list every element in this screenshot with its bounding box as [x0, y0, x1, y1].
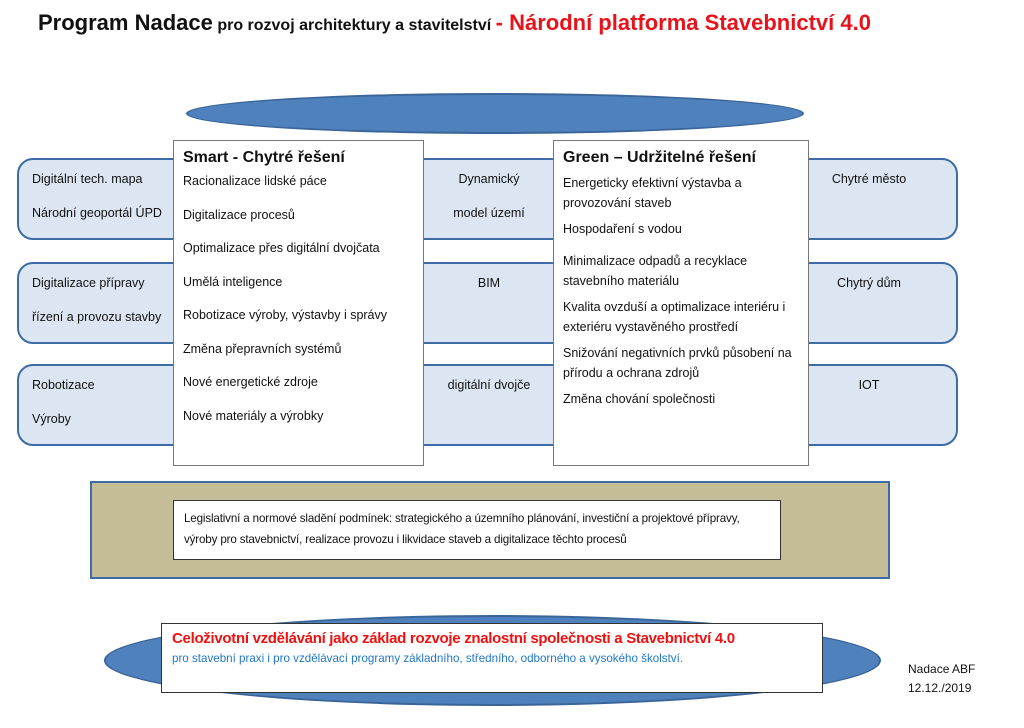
list-item: Změna chování společnosti: [563, 392, 716, 406]
list-item: Energeticky efektivní výstavba a provozo…: [563, 176, 742, 210]
list-item: Umělá inteligence: [183, 274, 283, 289]
education-heading: Celoživotní vzdělávání jako základ rozvo…: [172, 630, 735, 647]
legislation-text: Legislativní a normové sladění podmínek:…: [173, 500, 781, 560]
list-item: Racionalizace lidské páce: [183, 174, 327, 188]
list-item: Optimalizace přes digitální dvojčata: [183, 241, 380, 255]
green-title: Green – Udržitelné řešení: [563, 149, 756, 166]
row-right-text: IOT: [858, 378, 880, 392]
smart-panel: Smart - Chytré řešení Racionalizace lids…: [173, 140, 424, 466]
list-item: Minimalizace odpadů a recyklace stavební…: [563, 254, 748, 288]
list-item: Snižování negativních prvků působení na …: [563, 346, 792, 380]
row-mid-text: digitální dvojče: [447, 378, 531, 392]
list-item: Kvalita ovzduší a optimalizace interiéru…: [563, 300, 786, 334]
list-item: Změna přepravních systémů: [183, 341, 342, 356]
row-mid-text: BIM: [477, 276, 501, 290]
education-subtext: pro stavební praxi i pro vzdělávací prog…: [172, 652, 684, 665]
smart-title: Smart - Chytré řešení: [183, 149, 345, 166]
list-item: Nové energetické zdroje: [183, 375, 318, 389]
signature: Nadace ABF 12.12./2019: [908, 662, 976, 695]
list-item: Nové materiály a výrobky: [183, 408, 324, 423]
page-title: Program Nadace pro rozvoj architektury a…: [38, 10, 871, 35]
list-item: Digitalizace procesů: [183, 207, 295, 222]
row-right-text: Chytré město: [831, 172, 907, 186]
list-item: Robotizace výroby, výstavby i správy: [183, 308, 388, 322]
top-ellipse: [186, 93, 804, 134]
education-box: Celoživotní vzdělávání jako základ rozvo…: [161, 623, 823, 693]
row-right-text: Chytrý dům: [837, 276, 901, 290]
green-panel: Green – Udržitelné řešení Energeticky ef…: [553, 140, 809, 466]
list-item: Hospodaření s vodou: [563, 222, 682, 236]
